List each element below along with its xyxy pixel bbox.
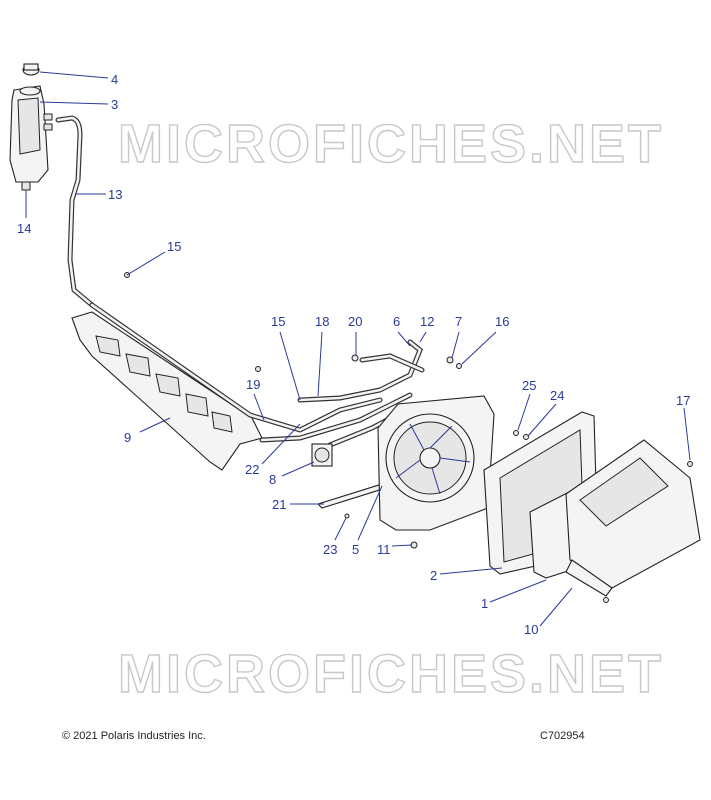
radiator-hoses (89, 302, 425, 448)
callout-12: 12 (420, 314, 434, 329)
reservoir-cap (22, 63, 40, 76)
callout-13: 13 (108, 187, 122, 202)
callout-2: 2 (430, 568, 437, 583)
callout-5: 5 (352, 542, 359, 557)
callout-24: 24 (550, 388, 564, 403)
diagram-code: C702954 (540, 730, 585, 742)
callout-1: 1 (481, 596, 488, 611)
mounting-bracket (71, 311, 263, 471)
callout-21: 21 (272, 497, 286, 512)
reservoir-clip (21, 181, 31, 191)
callout-4: 4 (111, 72, 118, 87)
air-duct-shroud (565, 439, 701, 597)
callout-18: 18 (315, 314, 329, 329)
callout-11: 11 (377, 542, 391, 557)
callout-22: 22 (245, 462, 259, 477)
callout-3: 3 (111, 97, 118, 112)
leader-lines (25, 71, 691, 627)
coolant-reservoir (9, 85, 53, 183)
callout-19: 19 (246, 377, 260, 392)
watermark-top: MICROFICHES.NET (118, 114, 664, 174)
fan-shroud-assembly (377, 395, 495, 531)
callout-6: 6 (393, 314, 400, 329)
callout-labels: 4 3 13 14 15 15 18 20 6 12 7 16 19 9 22 … (17, 72, 690, 637)
callout-16: 16 (495, 314, 509, 329)
callout-20: 20 (348, 314, 362, 329)
callout-8: 8 (269, 472, 276, 487)
callout-17: 17 (676, 393, 690, 408)
callout-15-lower: 15 (271, 314, 285, 329)
overflow-hose (55, 115, 95, 308)
callout-7: 7 (455, 314, 462, 329)
watermark-bottom: MICROFICHES.NET (118, 644, 664, 704)
mounting-strip (316, 483, 388, 509)
hardware-fasteners (124, 272, 693, 603)
callout-25: 25 (522, 378, 536, 393)
callout-23: 23 (323, 542, 337, 557)
callout-14: 14 (17, 221, 31, 236)
callout-10: 10 (524, 622, 538, 637)
callout-9: 9 (124, 430, 131, 445)
copyright-text: © 2021 Polaris Industries Inc. (62, 730, 206, 742)
callout-15-upper: 15 (167, 239, 181, 254)
small-fan (311, 443, 333, 467)
